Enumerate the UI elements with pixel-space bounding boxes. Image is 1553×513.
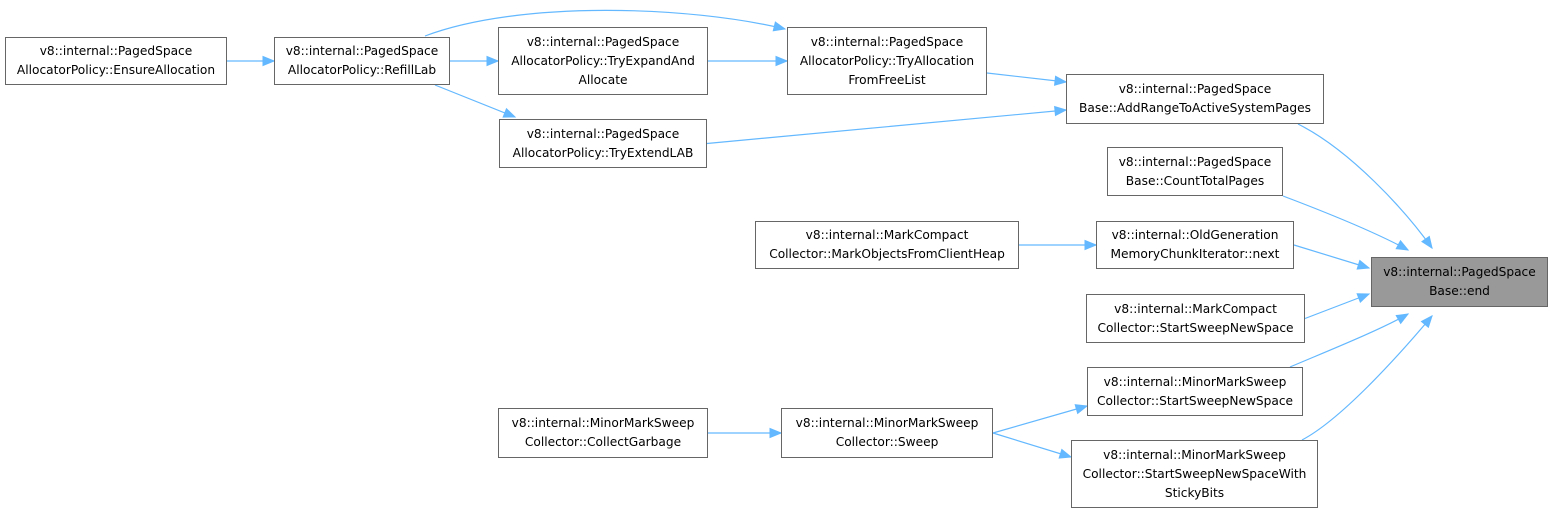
node-label-line: v8::internal::MarkCompact [1114, 301, 1277, 316]
node-label-line: Base::end [1429, 284, 1490, 298]
arrowhead-mms_collect-to-mms_sweep [769, 427, 783, 439]
node-label-line: Collector::StartSweepNewSpaceWith [1082, 466, 1307, 481]
arrowhead-oldgen_next-to-end [1356, 259, 1371, 270]
node-label-line: FromFreeList [848, 72, 926, 87]
node-label-line: Collector::CollectGarbage [524, 435, 682, 449]
edge-mms_sweep-to-mms_sweep_new [992, 405, 1088, 434]
node-label-line: MemoryChunkIterator::next [1110, 247, 1280, 261]
arrowhead-refill_lab-to-try_extend_lab [502, 107, 517, 118]
node-try-expand-and-allocate[interactable]: v8::internal::PagedSpace AllocatorPolicy… [498, 27, 708, 95]
node-label-line: v8::internal::PagedSpace [1118, 154, 1272, 169]
node-label-line: Collector::Sweep [835, 435, 939, 449]
node-label-line: AllocatorPolicy::TryExpandAnd [511, 53, 695, 68]
edge-mms_sweep_new-to-end [1289, 313, 1409, 368]
edge-add_range-to-end [1297, 123, 1433, 249]
arrowhead-mms_sweep-to-mms_sweep_sticky [1058, 448, 1073, 459]
arrowhead-mms_sweep-to-mms_sweep_new [1074, 404, 1089, 415]
node-add-range-to-active-system-pages[interactable]: v8::internal::PagedSpace Base::AddRangeT… [1066, 74, 1324, 124]
node-label-line: v8::internal::PagedSpace [285, 44, 439, 58]
node-minormarksweep-sweep[interactable]: v8::internal::MinorMarkSweep Collector::… [781, 408, 993, 458]
node-label-line: v8::internal::MinorMarkSweep [1103, 374, 1287, 389]
arrowhead-mc_sweep_new-to-end [1356, 293, 1371, 304]
node-label-line: Collector::StartSweepNewSpace [1097, 320, 1294, 335]
edge-refill_lab-to-try_alloc_freelist [424, 9, 786, 37]
node-mark-objects-from-client-heap[interactable]: v8::internal::MarkCompact Collector::Mar… [755, 221, 1019, 269]
arrowhead-add_range-to-end [1421, 235, 1433, 250]
arrowhead-mark_client_heap-to-oldgen_next [1084, 239, 1098, 251]
node-label-line: StickyBits [1164, 485, 1225, 500]
node-label-line: v8::internal::PagedSpace [526, 126, 680, 141]
node-label-line: v8::internal::MarkCompact [805, 228, 969, 242]
node-label-line: v8::internal::PagedSpace [810, 34, 964, 49]
node-refill-lab[interactable]: v8::internal::PagedSpace AllocatorPolicy… [274, 37, 450, 85]
node-label-line: Allocate [578, 72, 628, 87]
arrowhead-try_alloc_freelist-to-add_range [1053, 75, 1068, 86]
arrowhead-ensure_alloc-to-refill_lab [262, 55, 276, 67]
edge-try_alloc_freelist-to-add_range [986, 72, 1067, 83]
arrowhead-mms_sweep_sticky-to-end [1420, 314, 1433, 329]
arrowhead-try_expand-to-try_alloc_freelist [775, 55, 789, 67]
node-count-total-pages[interactable]: v8::internal::PagedSpace Base::CountTota… [1107, 147, 1283, 196]
node-ensure-allocation[interactable]: v8::internal::PagedSpace AllocatorPolicy… [5, 37, 227, 85]
node-label-line: AllocatorPolicy::EnsureAllocation [16, 63, 216, 77]
node-label-line: v8::internal::OldGeneration [1111, 228, 1279, 242]
edge-mms_sweep-to-mms_sweep_sticky [992, 432, 1072, 458]
edge-mms_sweep_sticky-to-end [1301, 315, 1433, 441]
edge-try_extend_lab-to-add_range [706, 109, 1067, 145]
edge-oldgen_next-to-end [1293, 244, 1370, 269]
node-label-line: v8::internal::PagedSpace [1383, 265, 1536, 279]
node-label-line: AllocatorPolicy::TryExtendLAB [512, 145, 694, 160]
node-label-line: Collector::StartSweepNewSpace [1096, 393, 1294, 408]
node-minormarksweep-start-sweep-new-space[interactable]: v8::internal::MinorMarkSweep Collector::… [1087, 367, 1303, 416]
node-label-line: AllocatorPolicy::RefillLab [287, 63, 437, 77]
node-label-line: Base::AddRangeToActiveSystemPages [1079, 101, 1311, 115]
node-label-line: v8::internal::MinorMarkSweep [511, 416, 695, 430]
node-label-line: AllocatorPolicy::TryAllocation [799, 53, 975, 68]
arrowhead-try_extend_lab-to-add_range [1054, 105, 1068, 117]
node-try-allocation-from-free-list[interactable]: v8::internal::PagedSpace AllocatorPolicy… [787, 27, 987, 95]
node-label-line: v8::internal::PagedSpace [39, 44, 193, 58]
edge-count_pages-to-end [1282, 195, 1409, 251]
node-try-extend-lab[interactable]: v8::internal::PagedSpace AllocatorPolicy… [499, 119, 707, 168]
node-label-line: Base::CountTotalPages [1125, 173, 1265, 188]
node-old-generation-iterator-next[interactable]: v8::internal::OldGeneration MemoryChunkI… [1096, 221, 1294, 269]
edge-refill_lab-to-try_extend_lab [434, 84, 516, 118]
node-label-line: v8::internal::MinorMarkSweep [1103, 447, 1286, 462]
node-label-line: Collector::MarkObjectsFromClientHeap [769, 247, 1005, 261]
arrowhead-refill_lab-to-try_expand [486, 55, 500, 67]
node-label-line: v8::internal::MinorMarkSweep [795, 416, 979, 430]
node-start-sweep-new-space-with-sticky-bits[interactable]: v8::internal::MinorMarkSweep Collector::… [1071, 440, 1318, 508]
node-label-line: v8::internal::PagedSpace [1118, 82, 1272, 96]
node-paged-space-base-end: v8::internal::PagedSpace Base::end [1371, 257, 1548, 307]
node-markcompact-start-sweep-new-space[interactable]: v8::internal::MarkCompact Collector::Sta… [1086, 294, 1305, 343]
node-collect-garbage[interactable]: v8::internal::MinorMarkSweep Collector::… [498, 408, 708, 458]
arrowhead-mms_sweep_new-to-end [1395, 313, 1410, 325]
node-label-line: v8::internal::PagedSpace [526, 34, 680, 49]
arrowhead-count_pages-to-end [1395, 239, 1410, 251]
arrowhead-refill_lab-to-try_alloc_freelist [772, 21, 787, 32]
